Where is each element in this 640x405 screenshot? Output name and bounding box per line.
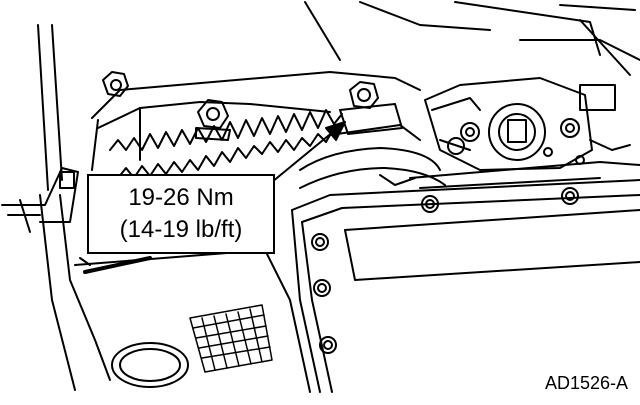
torque-nm-label: 19-26 Nm <box>128 184 234 211</box>
oil-pan <box>291 179 640 393</box>
boot-bolt <box>195 99 231 141</box>
corrugated-boot <box>109 109 343 179</box>
lower-housing <box>74 249 311 393</box>
hose-lines <box>299 147 640 189</box>
bracket-plate <box>424 77 631 171</box>
torque-lbft-label: (14-19 lb/ft) <box>119 216 243 243</box>
oval-port <box>111 342 189 388</box>
leader-arrow <box>271 121 346 183</box>
bolt-upper-left <box>102 71 129 97</box>
left-frame-rail <box>37 24 111 391</box>
mesh-grille <box>189 304 273 373</box>
pan-bolts <box>311 187 579 354</box>
torque-bolt <box>329 81 421 141</box>
figure-id: AD1526-A <box>544 373 628 393</box>
engine-block <box>91 1 640 171</box>
torque-callout-box: 19-26 Nm (14-19 lb/ft) <box>87 174 275 254</box>
mount-bracket <box>1 167 79 233</box>
